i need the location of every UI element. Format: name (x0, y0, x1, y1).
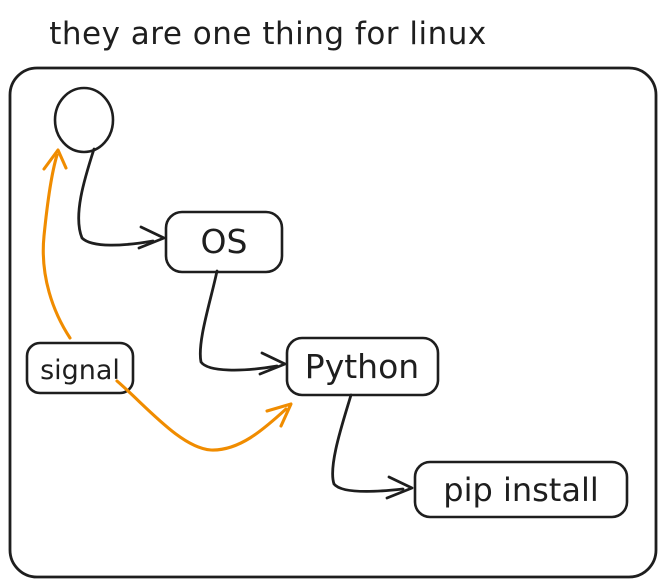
edge-actor-to-os-line (77, 147, 155, 247)
edge-signal-to-python (115, 379, 293, 452)
signal-node-box (25, 341, 135, 395)
edge-signal-to-actor (41, 148, 72, 340)
edge-actor-to-os (77, 147, 166, 250)
edge-signal-to-python-line (115, 379, 288, 452)
pip-install-node-label: pip install (443, 471, 598, 509)
actor-circle-node (53, 86, 115, 154)
edge-os-to-python (198, 269, 287, 376)
os-node-box (164, 210, 284, 274)
edge-signal-to-actor-arrowhead (42, 148, 68, 171)
python-node: Python (285, 336, 440, 397)
pip-install-node-box (413, 460, 629, 519)
edge-python-to-pip-arrowhead (385, 475, 414, 500)
os-node-label: OS (201, 222, 248, 261)
edge-os-to-python-arrowhead (258, 351, 287, 376)
pip-install-node: pip install (413, 460, 629, 519)
actor-circle (53, 86, 115, 154)
python-node-box (285, 336, 440, 397)
python-node-label: Python (305, 347, 419, 386)
diagram-title: they are one thing for linux (49, 16, 487, 52)
edge-signal-to-actor-line (41, 153, 72, 340)
edge-os-to-python-line (198, 269, 279, 372)
edge-python-to-pip-line (331, 393, 405, 493)
signal-node-label: signal (40, 355, 120, 386)
edge-actor-to-os-arrowhead (137, 225, 166, 250)
signal-node: signal (25, 341, 135, 395)
edge-python-to-pip (331, 393, 414, 500)
outer-frame (8, 66, 658, 579)
os-node: OS (164, 210, 284, 274)
edge-signal-to-python-arrowhead (265, 402, 293, 428)
